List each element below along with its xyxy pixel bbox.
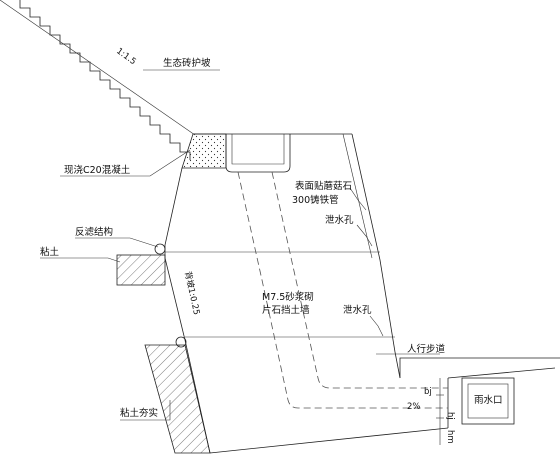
- leader-cast-concrete: [60, 149, 191, 177]
- surface-stone-label: 表面贴蘑菇石: [295, 180, 352, 192]
- filter-structure-label: 反滤结构: [75, 226, 113, 238]
- top-drain-channel: [225, 134, 291, 173]
- stepped-slope-line: [19, 0, 191, 160]
- compacted-clay-label: 粘土夯实: [120, 407, 158, 419]
- clay-label: 粘土: [40, 246, 60, 258]
- cast-concrete-label: 现浇C20混凝土: [64, 164, 131, 176]
- leader-drain-2: [369, 315, 384, 337]
- dim-hm-label: hm: [445, 430, 455, 444]
- top-drain-channel-inner: [231, 134, 285, 165]
- rain-inlet-inner: [467, 383, 509, 419]
- rain-inlet-label: 雨水口: [474, 394, 503, 406]
- cast-iron-pipe-label: 300铸铁管: [292, 194, 339, 206]
- dim-bj-label: bj: [424, 387, 432, 397]
- retaining-wall-label-2: 片石挡土墙: [262, 304, 310, 316]
- leader-surface-stone: [349, 187, 367, 211]
- rain-inlet-box: [461, 377, 515, 425]
- cast-iron-pipe-dash-1: [237, 171, 448, 409]
- leader-drain-1: [356, 224, 373, 247]
- clay-hatch-block: [116, 254, 166, 286]
- front-face-inner: [342, 133, 373, 259]
- leader-compacted: [120, 400, 171, 421]
- wall-front-face: [351, 133, 401, 379]
- road-surface: [447, 367, 556, 379]
- filter-structure-mark-2: [175, 336, 187, 348]
- wall-base-line: [209, 427, 449, 454]
- slope-ratio-label: 1:1.5: [114, 46, 138, 67]
- slope-surface-line: [0, 0, 196, 136]
- back-slope-label: 背坡1:0.25: [182, 270, 202, 316]
- leader-clay: [40, 257, 121, 263]
- sidewalk-surface: [399, 357, 560, 378]
- dim-hj-label: hj: [445, 412, 455, 420]
- leader-filter: [75, 237, 159, 248]
- drain-hole-label-1: 泄水孔: [325, 214, 354, 226]
- filter-structure-mark-1: [154, 243, 166, 255]
- gradient-label: 2%: [407, 402, 421, 412]
- cast-iron-pipe-dash-2: [271, 171, 448, 389]
- retaining-wall-label-1: M7.5砂浆砌: [262, 291, 314, 303]
- compacted-clay-hatch: [144, 344, 211, 454]
- sidewalk-label: 人行步道: [407, 343, 446, 355]
- drain-hole-label-2: 泄水孔: [343, 304, 372, 316]
- eco-brick-label: 生态砖护坡: [163, 57, 211, 69]
